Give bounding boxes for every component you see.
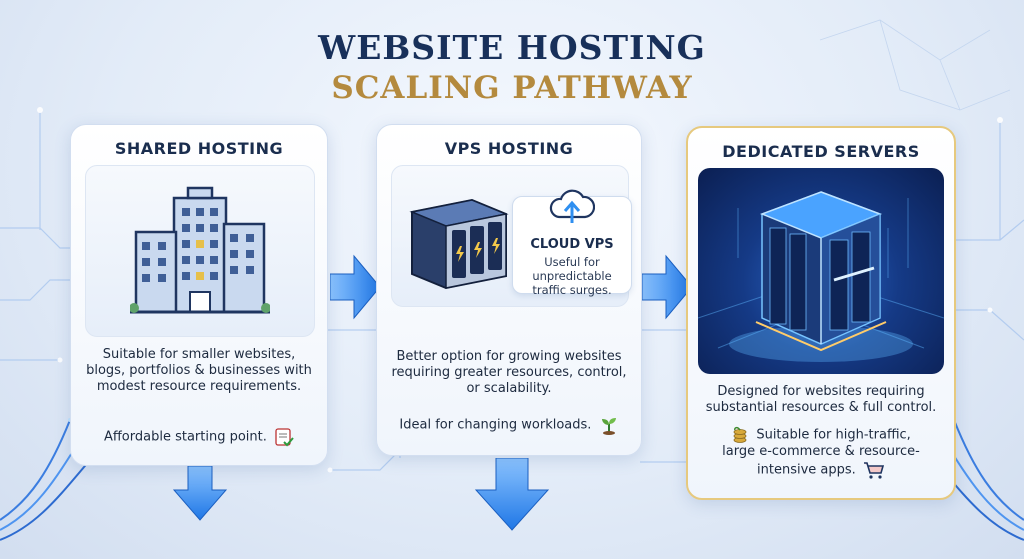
note-text: Ideal for changing workloads.	[399, 417, 592, 433]
note-text: Affordable starting point.	[103, 429, 267, 445]
dedicated-server-cube-icon	[698, 191, 944, 362]
cloud-vps-text: Useful for unpredictable traffic surges.	[532, 255, 612, 297]
arrow-right-icon	[330, 254, 381, 320]
office-building-icon	[130, 186, 270, 314]
dedicated-servers-card: DEDICATED SERVERS Designed for websites …	[686, 126, 956, 500]
arrow-down-icon	[172, 466, 228, 521]
arrow-right-icon	[642, 254, 693, 320]
vps-hosting-card: VPS HOSTING CLOUD VPS Useful for un	[376, 124, 642, 456]
card-title: SHARED HOSTING	[114, 139, 284, 158]
illustration-panel	[698, 168, 944, 374]
arrow-down-icon	[474, 458, 550, 531]
card-description: Suitable for smaller websites, blogs, po…	[86, 347, 312, 394]
card-description: Designed for websites requiring substant…	[705, 384, 937, 415]
illustration-panel: CLOUD VPS Useful for unpredictable traff…	[391, 165, 632, 307]
title-line-2: SCALING PATHWAY	[331, 70, 693, 106]
card-note: Affordable starting point.	[81, 427, 317, 447]
title-line-1: WEBSITE HOSTING	[318, 28, 706, 67]
shared-hosting-card: SHARED HOSTING	[70, 124, 328, 466]
sprout-icon	[601, 418, 616, 435]
card-note: Ideal for changing workloads.	[387, 415, 631, 435]
card-title: VPS HOSTING	[444, 139, 574, 158]
shopping-cart-icon	[863, 462, 885, 479]
card-description: Better option for growing websites requi…	[391, 349, 627, 396]
illustration-panel	[85, 165, 315, 337]
coin-stack-icon	[733, 426, 747, 443]
card-note: Suitable for high-traffic, large e-comme…	[698, 426, 944, 480]
server-rack-icon	[409, 198, 509, 290]
cloud-upload-icon	[549, 189, 595, 223]
cloud-vps-label: CLOUD VPS	[530, 237, 614, 252]
cloud-vps-callout: CLOUD VPS Useful for unpredictable traff…	[512, 189, 632, 297]
note-text: Suitable for high-traffic, large e-comme…	[722, 427, 920, 478]
card-title: DEDICATED SERVERS	[722, 142, 920, 161]
invoice-check-icon	[275, 428, 294, 447]
